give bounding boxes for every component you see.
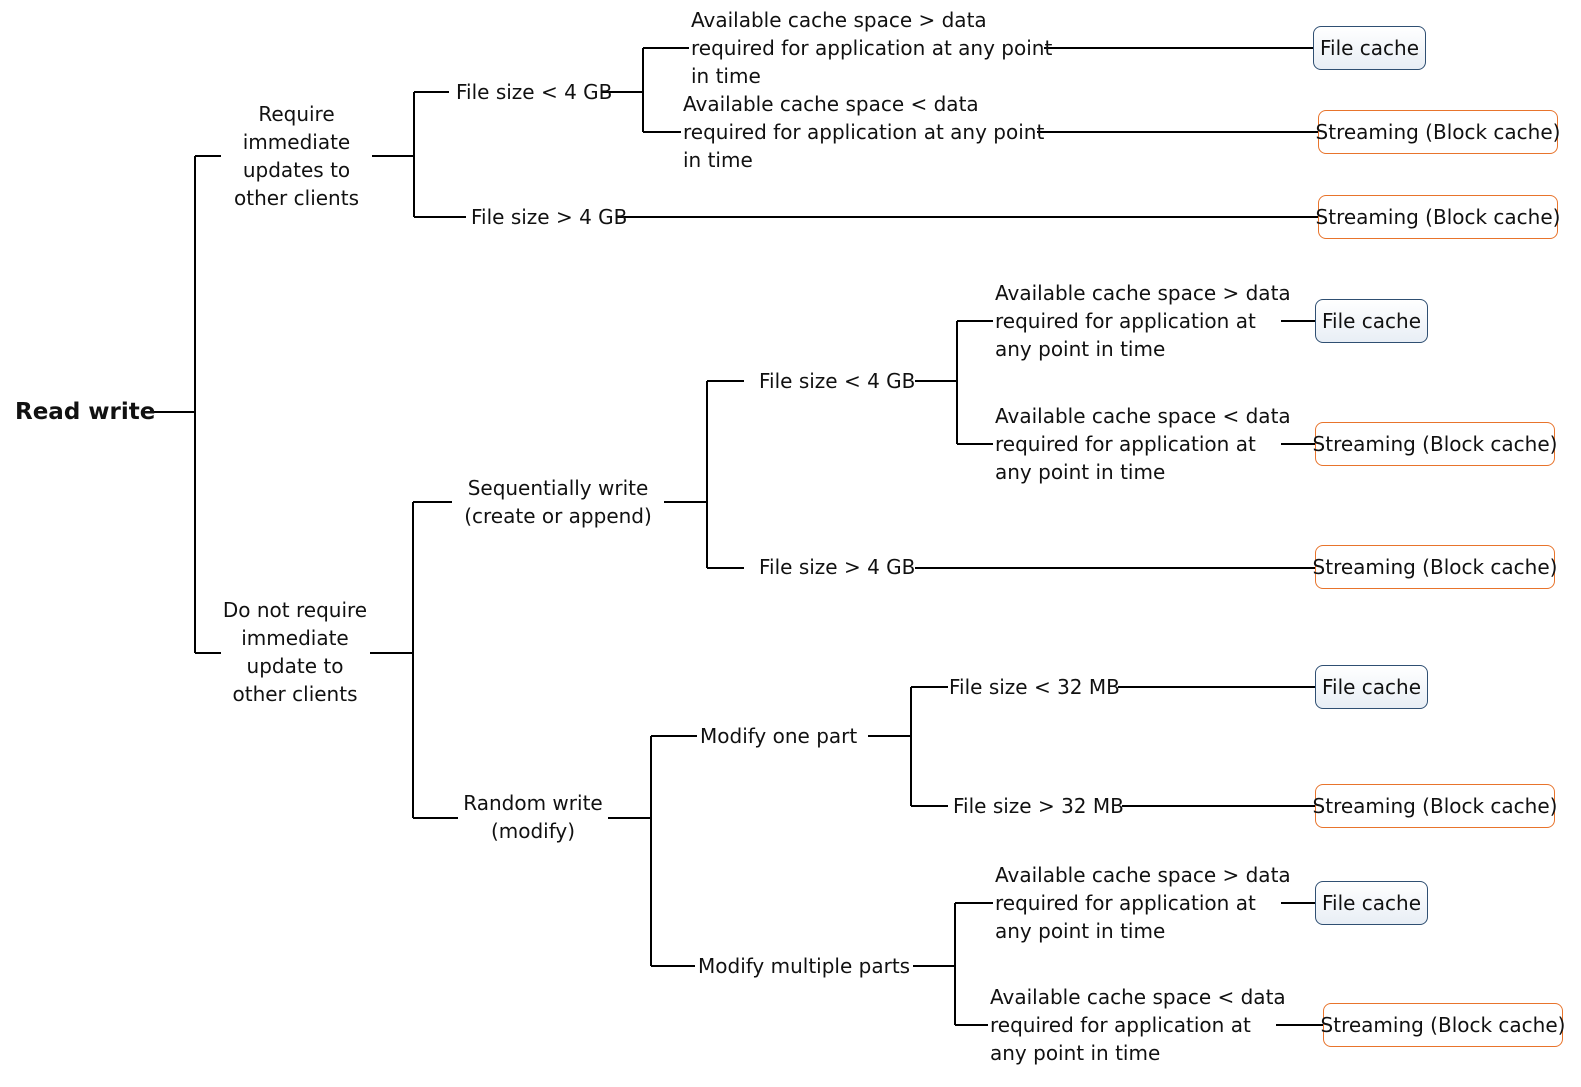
immediate-cache-space-less: Available cache space < data required fo…: [683, 92, 1045, 172]
random-file-size-large: File size > 32 MB: [953, 794, 1124, 818]
random-cache-space-more: Available cache space > data required fo…: [995, 863, 1291, 943]
result-streaming-block-cache: Streaming (Block cache): [1321, 1003, 1565, 1047]
result-file-cache: File cache: [1315, 299, 1428, 343]
result-file-cache: File cache: [1313, 26, 1426, 70]
random-cache-space-less: Available cache space < data required fo…: [990, 985, 1286, 1065]
sequential-file-size-large: File size > 4 GB: [759, 555, 916, 579]
no-immediate-update-node: Do not require immediate update to other…: [222, 598, 368, 706]
immediate-cache-space-more: Available cache space > data required fo…: [691, 8, 1053, 88]
immediate-file-size-large: File size > 4 GB: [471, 205, 628, 229]
result-streaming-block-cache: Streaming (Block cache): [1316, 195, 1560, 239]
random-file-size-small: File size < 32 MB: [949, 675, 1120, 699]
result-streaming-block-cache: Streaming (Block cache): [1313, 422, 1557, 466]
root-node: Read write: [15, 399, 156, 425]
sequential-cache-space-less: Available cache space < data required fo…: [995, 404, 1291, 484]
result-file-cache: File cache: [1315, 881, 1428, 925]
result-streaming-block-cache: Streaming (Block cache): [1313, 784, 1557, 828]
modify-one-part-node: Modify one part: [700, 724, 858, 748]
result-file-cache: File cache: [1315, 665, 1428, 709]
result-streaming-block-cache: Streaming (Block cache): [1316, 110, 1560, 154]
immediate-file-size-small: File size < 4 GB: [456, 80, 613, 104]
sequential-file-size-small: File size < 4 GB: [759, 369, 916, 393]
modify-multiple-parts-node: Modify multiple parts: [698, 954, 911, 978]
sequential-cache-space-more: Available cache space > data required fo…: [995, 281, 1291, 361]
result-streaming-block-cache: Streaming (Block cache): [1313, 545, 1557, 589]
sequential-write-node: Sequentially write (create or append): [464, 476, 652, 528]
require-immediate-updates-node: Require immediate updates to other clien…: [234, 102, 359, 210]
random-write-node: Random write (modify): [463, 791, 603, 843]
